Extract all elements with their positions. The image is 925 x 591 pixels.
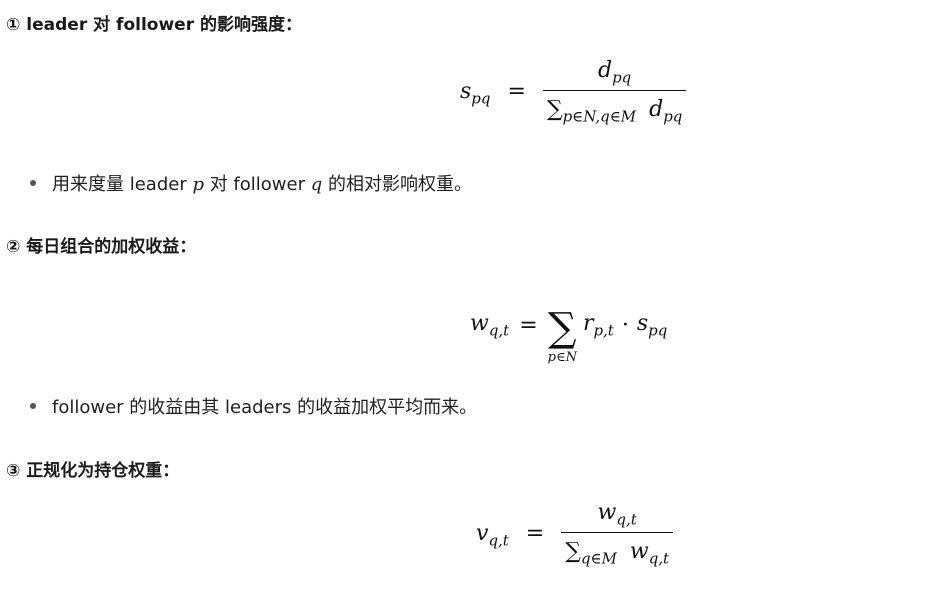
f3-denominator: ∑q∈M wq,t xyxy=(561,532,674,568)
section-1-bullet: 用来度量 leader p 对 follower q 的相对影响权重。 xyxy=(30,170,472,196)
f1-numerator: dpq xyxy=(597,58,632,87)
f1-lhs: spq xyxy=(460,78,491,108)
f1-equals: = xyxy=(507,78,526,104)
formula-normalized-weight: vq,t = wq,t ∑q∈M wq,t xyxy=(476,500,674,568)
f2-r: rp,t xyxy=(582,311,614,340)
section-2-heading: ② 每日组合的加权收益： xyxy=(6,237,197,257)
f1-fraction: dpq ∑p∈N,q∈M dpq xyxy=(542,58,687,126)
bullet-dot xyxy=(30,403,36,409)
f1-denominator: ∑p∈N,q∈M dpq xyxy=(542,90,687,126)
f2-sum: ∑ p∈N xyxy=(547,305,577,365)
f2-equals: = xyxy=(519,313,538,338)
section-3-heading: ③ 正规化为持仓权重： xyxy=(6,461,180,481)
f2-lhs: wq,t xyxy=(470,311,510,340)
var-q: q xyxy=(310,174,323,195)
bullet-dot xyxy=(30,180,36,186)
f3-numerator: wq,t xyxy=(597,500,637,529)
section-2-bullet: follower 的收益由其 leaders 的收益加权平均而来。 xyxy=(30,393,477,419)
formula-weighted-return: wq,t = ∑ p∈N rp,t · spq xyxy=(470,286,667,365)
section-1-heading: ① leader 对 follower 的影响强度： xyxy=(6,15,303,35)
f3-equals: = xyxy=(525,520,545,546)
f3-fraction: wq,t ∑q∈M wq,t xyxy=(561,500,674,568)
formula-influence-strength: spq = dpq ∑p∈N,q∈M dpq xyxy=(460,58,687,126)
f3-lhs: vq,t xyxy=(476,520,509,550)
var-p: p xyxy=(192,174,204,195)
f2-s: spq xyxy=(636,311,668,340)
f2-dot: · xyxy=(621,313,629,338)
